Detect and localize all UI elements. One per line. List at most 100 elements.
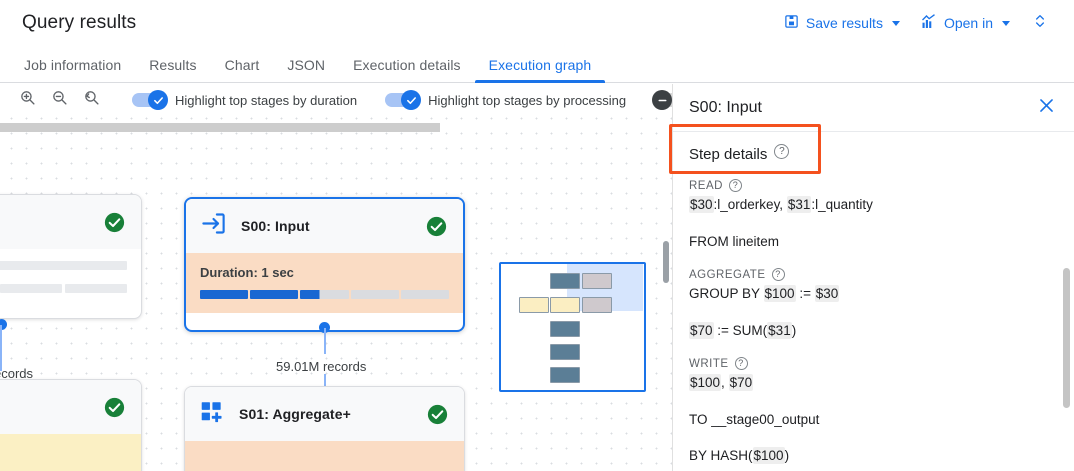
minimap-node bbox=[550, 297, 580, 313]
node-body: Duration: 1 sec bbox=[186, 253, 463, 313]
node-header bbox=[0, 380, 141, 434]
open-in-button[interactable]: Open in bbox=[910, 8, 1020, 39]
toggle-switch[interactable] bbox=[132, 90, 168, 110]
edge-line-lower bbox=[324, 374, 326, 388]
write-by-hash-line: BY HASH($100) bbox=[689, 446, 1058, 466]
zoom-reset-button[interactable] bbox=[78, 87, 104, 113]
variable-ref: $70 bbox=[689, 321, 714, 339]
node-duration-bar bbox=[200, 290, 450, 299]
chevron-down-icon bbox=[1002, 20, 1010, 26]
toggle-switch[interactable] bbox=[385, 90, 422, 110]
aggregate-grid-plus-icon bbox=[199, 399, 225, 430]
expand-collapse-button[interactable] bbox=[1020, 5, 1060, 42]
panel-title: S00: Input bbox=[689, 98, 762, 116]
toggle-knob bbox=[652, 90, 673, 110]
header-actions: Save results Open in bbox=[774, 5, 1074, 42]
tab-results[interactable]: Results bbox=[149, 57, 197, 73]
canvas-vertical-scrollbar[interactable] bbox=[663, 241, 669, 283]
node-ghost-bar bbox=[0, 284, 127, 293]
node-body bbox=[0, 434, 141, 471]
help-circle-icon[interactable]: ? bbox=[734, 357, 748, 371]
hash-post: ) bbox=[784, 448, 790, 464]
panel-vertical-scrollbar[interactable] bbox=[1063, 268, 1070, 408]
tab-job-information[interactable]: Job information bbox=[24, 57, 122, 73]
edge-connector-dot bbox=[319, 322, 330, 333]
page-header: Query results Save results bbox=[0, 0, 1074, 46]
zoom-controls bbox=[14, 87, 104, 113]
page-title: Query results bbox=[22, 12, 137, 33]
execution-graph-canvas[interactable]: ecords S00: Input bbox=[0, 116, 672, 471]
variable-ref: $100 bbox=[689, 374, 722, 392]
graph-toolbar: Highlight top stages by duration Highlig… bbox=[0, 84, 689, 116]
node-title: S00: Input bbox=[241, 218, 310, 234]
check-circle-icon bbox=[426, 216, 447, 236]
edge-label-partial: ecords bbox=[0, 366, 34, 381]
zoom-out-icon bbox=[51, 89, 68, 111]
step-details-panel: S00: Input Step details ? READ ? $30:l_o… bbox=[672, 84, 1074, 471]
read-from-line: FROM lineitem bbox=[689, 233, 780, 249]
keyword-read: READ ? bbox=[689, 179, 1058, 192]
graph-node-s00-input[interactable]: S00: Input Duration: 1 sec bbox=[184, 197, 465, 332]
zoom-reset-icon bbox=[83, 89, 100, 111]
variable-ref: $100 bbox=[763, 285, 796, 303]
agg2-post: ) bbox=[791, 322, 797, 338]
toggle-label: Highlight top stages by processing bbox=[428, 92, 627, 108]
graph-node-s01-aggregate[interactable]: S01: Aggregate+ bbox=[184, 386, 465, 471]
zoom-in-button[interactable] bbox=[14, 87, 40, 113]
close-button[interactable] bbox=[1037, 96, 1056, 120]
node-header: S01: Aggregate+ bbox=[185, 387, 464, 441]
minimap-node bbox=[550, 367, 580, 383]
tab-execution-graph[interactable]: Execution graph bbox=[474, 58, 606, 83]
minimap-node bbox=[582, 273, 612, 289]
graph-minimap[interactable] bbox=[499, 262, 646, 392]
graph-node-partial-upper-left[interactable] bbox=[0, 194, 142, 319]
expand-collapse-icon bbox=[1032, 11, 1048, 36]
variable-ref: $70 bbox=[728, 374, 754, 392]
minimap-node bbox=[550, 273, 580, 289]
status-badge bbox=[104, 212, 125, 233]
agg-mid: := bbox=[795, 286, 815, 302]
node-header: S00: Input bbox=[186, 199, 463, 253]
tab-json[interactable]: JSON bbox=[287, 57, 326, 73]
help-circle-icon[interactable]: ? bbox=[771, 268, 785, 282]
zoom-out-button[interactable] bbox=[46, 87, 72, 113]
keyword-aggregate: AGGREGATE ? bbox=[689, 268, 1058, 282]
node-ghost-text bbox=[0, 261, 127, 270]
edge-connector-dot bbox=[0, 319, 7, 330]
canvas-horizontal-scrollbar[interactable] bbox=[0, 123, 440, 132]
tab-bar: Job information Results Chart JSON Execu… bbox=[0, 46, 1074, 83]
panel-header: S00: Input bbox=[673, 84, 1074, 132]
step-details-heading: Step details ? bbox=[689, 144, 1058, 163]
help-circle-icon[interactable]: ? bbox=[774, 144, 790, 159]
zoom-in-icon bbox=[19, 89, 36, 111]
minimap-node bbox=[519, 297, 549, 313]
toggle-highlight-duration[interactable]: Highlight top stages by duration bbox=[132, 90, 358, 110]
variable-ref: $100 bbox=[752, 447, 785, 465]
agg-pre: GROUP BY bbox=[689, 286, 764, 302]
read-mid: :l_orderkey, bbox=[713, 197, 787, 212]
save-results-button[interactable]: Save results bbox=[774, 8, 910, 38]
tab-execution-details[interactable]: Execution details bbox=[353, 57, 461, 73]
variable-ref: $30 bbox=[689, 196, 714, 213]
write-comma: , bbox=[721, 375, 729, 391]
variable-ref: $30 bbox=[814, 285, 840, 303]
minimap-node bbox=[550, 344, 580, 360]
save-disk-icon bbox=[784, 14, 799, 32]
keyword-write-label: WRITE bbox=[689, 357, 729, 370]
hash-pre: BY HASH( bbox=[689, 448, 753, 464]
chart-bars-icon bbox=[920, 13, 937, 33]
toggle-highlight-processing[interactable]: Highlight top stages by processing bbox=[385, 90, 627, 110]
status-badge bbox=[104, 397, 125, 418]
help-circle-icon[interactable]: ? bbox=[728, 179, 742, 192]
variable-ref: $31 bbox=[767, 321, 792, 339]
status-badge bbox=[426, 216, 447, 237]
check-circle-icon bbox=[104, 397, 125, 417]
keyword-aggregate-label: AGGREGATE bbox=[689, 268, 766, 281]
toggle-knob bbox=[401, 90, 422, 110]
step-details-label: Step details bbox=[689, 146, 768, 163]
tab-chart[interactable]: Chart bbox=[224, 57, 260, 73]
status-badge bbox=[427, 404, 448, 425]
graph-node-partial-lower-left[interactable] bbox=[0, 379, 142, 471]
toggle-label: Highlight top stages by duration bbox=[175, 92, 358, 108]
